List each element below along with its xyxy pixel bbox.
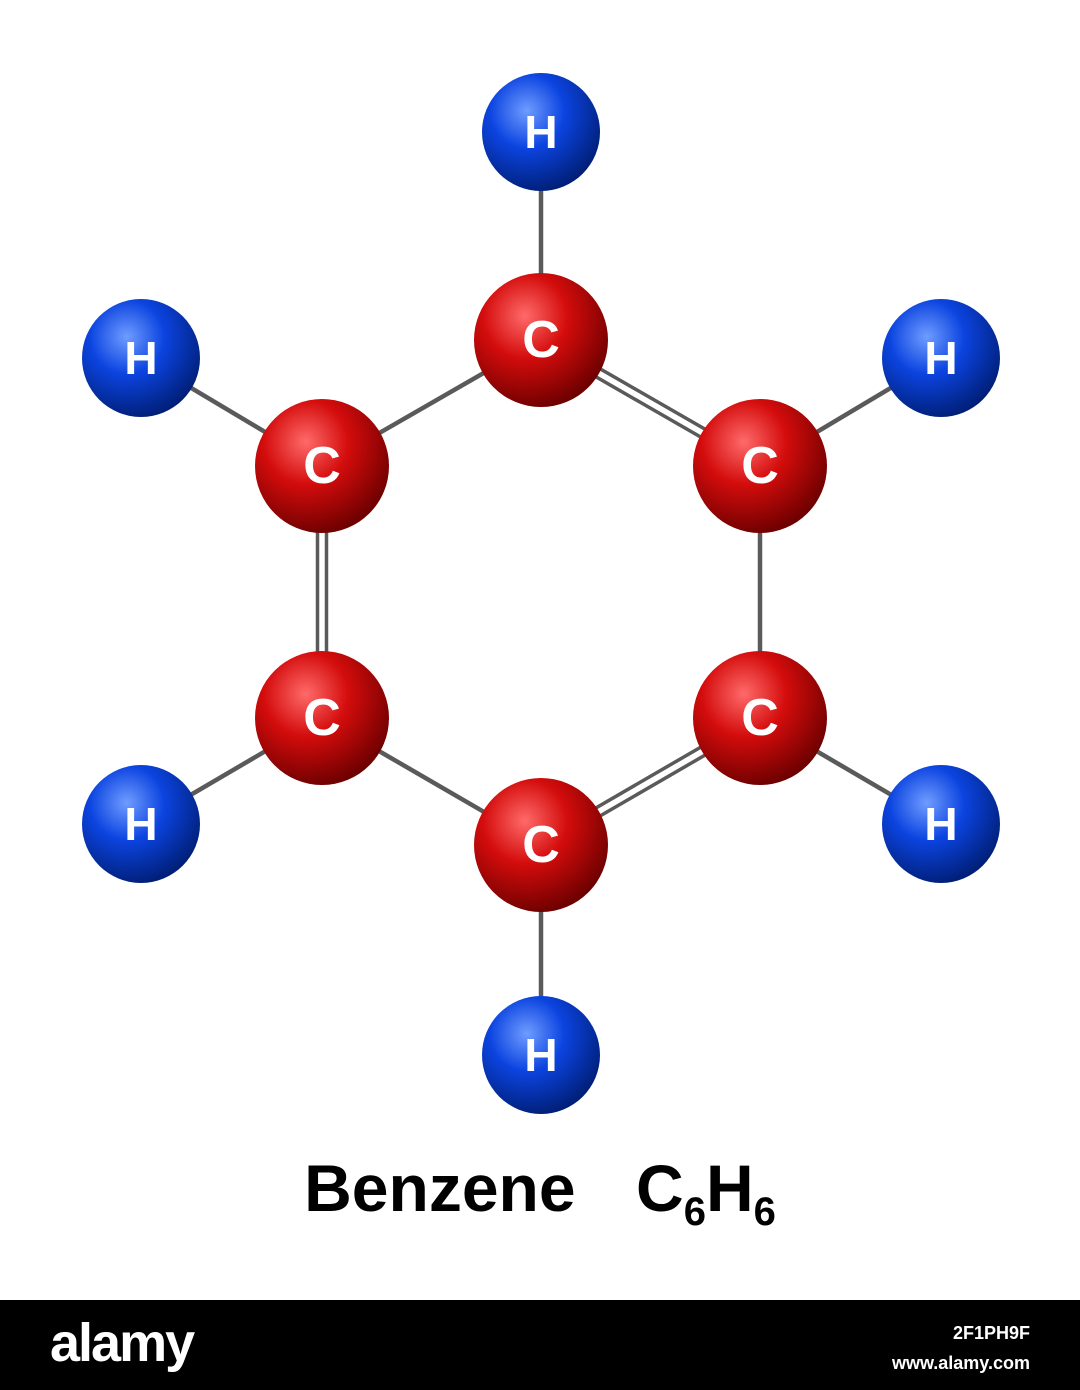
carbon-atom-c1: C	[474, 273, 608, 407]
carbon-atom-c4: C	[474, 778, 608, 912]
footer-info: 2F1PH9F www.alamy.com	[892, 1318, 1030, 1378]
hydrogen-atom-h2: H	[82, 299, 200, 417]
hydrogen-atom-h1: H	[482, 73, 600, 191]
site-url: www.alamy.com	[891, 1353, 1030, 1373]
carbon-atom-c3: C	[255, 651, 389, 785]
formula-h-symbol: H	[705, 1151, 754, 1225]
atom-label: H	[124, 332, 157, 384]
hydrogen-atom-h4: H	[482, 996, 600, 1114]
alamy-logo: alamy	[50, 1313, 195, 1373]
footer-bar	[0, 1300, 1080, 1390]
atom-sphere	[482, 73, 600, 191]
atom-sphere	[255, 651, 389, 785]
atom-sphere	[82, 299, 200, 417]
atom-label: C	[741, 437, 779, 495]
atom-sphere	[693, 399, 827, 533]
molecule-name: Benzene	[304, 1151, 576, 1225]
atom-label: C	[741, 689, 779, 747]
formula-c-symbol: C	[636, 1151, 684, 1225]
atom-label: C	[303, 689, 341, 747]
atom-sphere	[482, 996, 600, 1114]
atom-sphere	[693, 651, 827, 785]
atom-sphere	[882, 765, 1000, 883]
bonds-layer	[138, 129, 944, 1058]
atom-sphere	[82, 765, 200, 883]
atom-sphere	[255, 399, 389, 533]
molecule-formula: C6H6	[636, 1151, 776, 1234]
hydrogen-atom-h3: H	[82, 765, 200, 883]
caption: Benzene C6H6	[0, 1150, 1080, 1235]
molecule-model: C C C C C C H H H H H H	[82, 73, 1000, 1114]
formula-c-count: 6	[683, 1190, 706, 1234]
atom-label: H	[124, 798, 157, 850]
atom-label: H	[524, 1029, 557, 1081]
atom-label: C	[303, 437, 341, 495]
hydrogen-atom-h6: H	[882, 299, 1000, 417]
atom-sphere	[474, 273, 608, 407]
atom-label: H	[524, 106, 557, 158]
formula-h-count: 6	[753, 1190, 776, 1234]
atoms-layer: C C C C C C H H H H H H	[82, 73, 1000, 1114]
image-id: 2F1PH9F	[952, 1323, 1030, 1343]
hydrogen-atom-h5: H	[882, 765, 1000, 883]
atom-label: H	[924, 332, 957, 384]
carbon-atom-c2: C	[255, 399, 389, 533]
atom-label: C	[522, 311, 560, 369]
atom-sphere	[882, 299, 1000, 417]
carbon-atom-c5: C	[693, 651, 827, 785]
atom-label: C	[522, 816, 560, 874]
carbon-atom-c6: C	[693, 399, 827, 533]
atom-sphere	[474, 778, 608, 912]
atom-label: H	[924, 798, 957, 850]
